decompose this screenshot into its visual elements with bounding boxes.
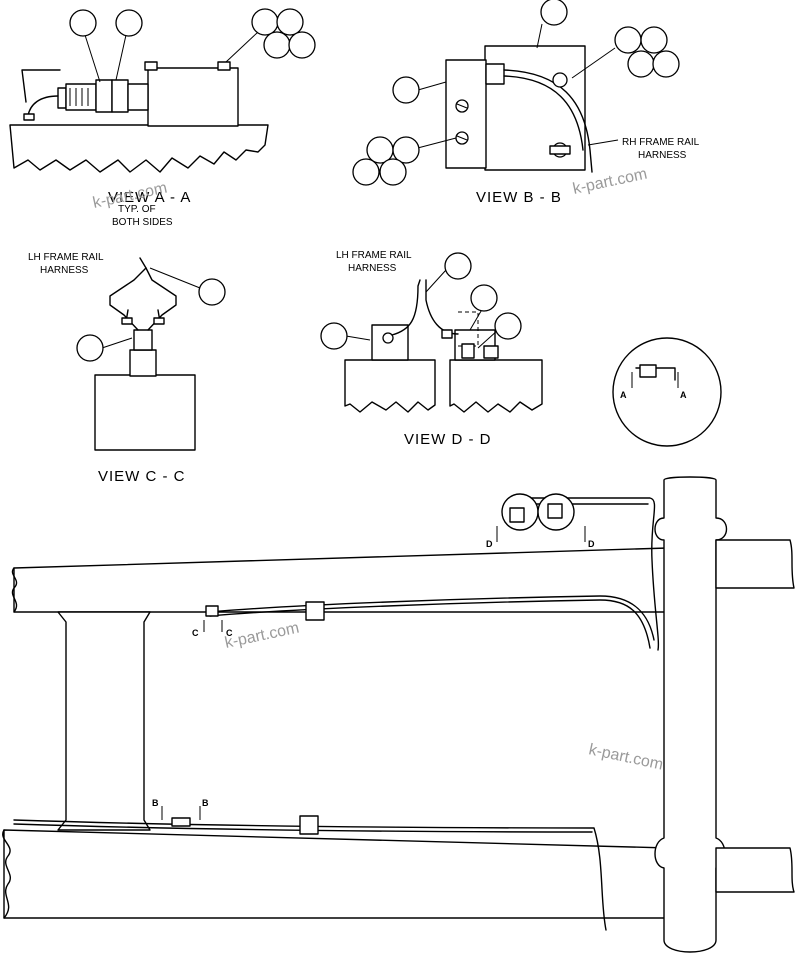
view-b-harness-line1: RH FRAME RAIL: [622, 137, 700, 148]
marker-c-right: C: [226, 628, 233, 638]
view-d-detail: LH FRAME RAIL HARNESS VIEW D - D: [320, 250, 543, 448]
view-c-harness-line1: LH FRAME RAIL: [28, 252, 104, 263]
view-c-harness-line2: HARNESS: [40, 265, 89, 276]
watermark-3: k-part.com: [223, 620, 300, 652]
marker-d-right: D: [588, 539, 595, 549]
circle-detail: A A: [612, 337, 722, 447]
view-c-title: VIEW C - C: [98, 468, 186, 485]
marker-a-right: A: [680, 390, 687, 400]
view-b-harness-line2: HARNESS: [638, 150, 687, 161]
view-a-detail: VIEW A - A TYP. OF BOTH SIDES: [9, 8, 316, 228]
marker-b-left: B: [152, 798, 159, 808]
view-a-note-line1: TYP. OF: [118, 204, 156, 215]
marker-a-left: A: [620, 390, 627, 400]
view-d-harness-line2: HARNESS: [348, 263, 397, 274]
view-c-detail: LH FRAME RAIL HARNESS VIEW C - C: [28, 252, 226, 485]
main-frame-assembly: D D C C B B: [2, 476, 795, 953]
view-a-title: VIEW A - A: [108, 189, 191, 206]
view-b-detail: VIEW B - B RH FRAME RAIL HARNESS: [352, 0, 700, 206]
view-a-note-line2: BOTH SIDES: [112, 217, 173, 228]
view-d-title: VIEW D - D: [404, 431, 492, 448]
marker-d-left: D: [486, 539, 493, 549]
view-d-harness-line1: LH FRAME RAIL: [336, 250, 412, 261]
view-b-title: VIEW B - B: [476, 189, 562, 206]
marker-b-right: B: [202, 798, 209, 808]
watermark-4: k-part.com: [587, 741, 664, 773]
marker-c-left: C: [192, 628, 199, 638]
